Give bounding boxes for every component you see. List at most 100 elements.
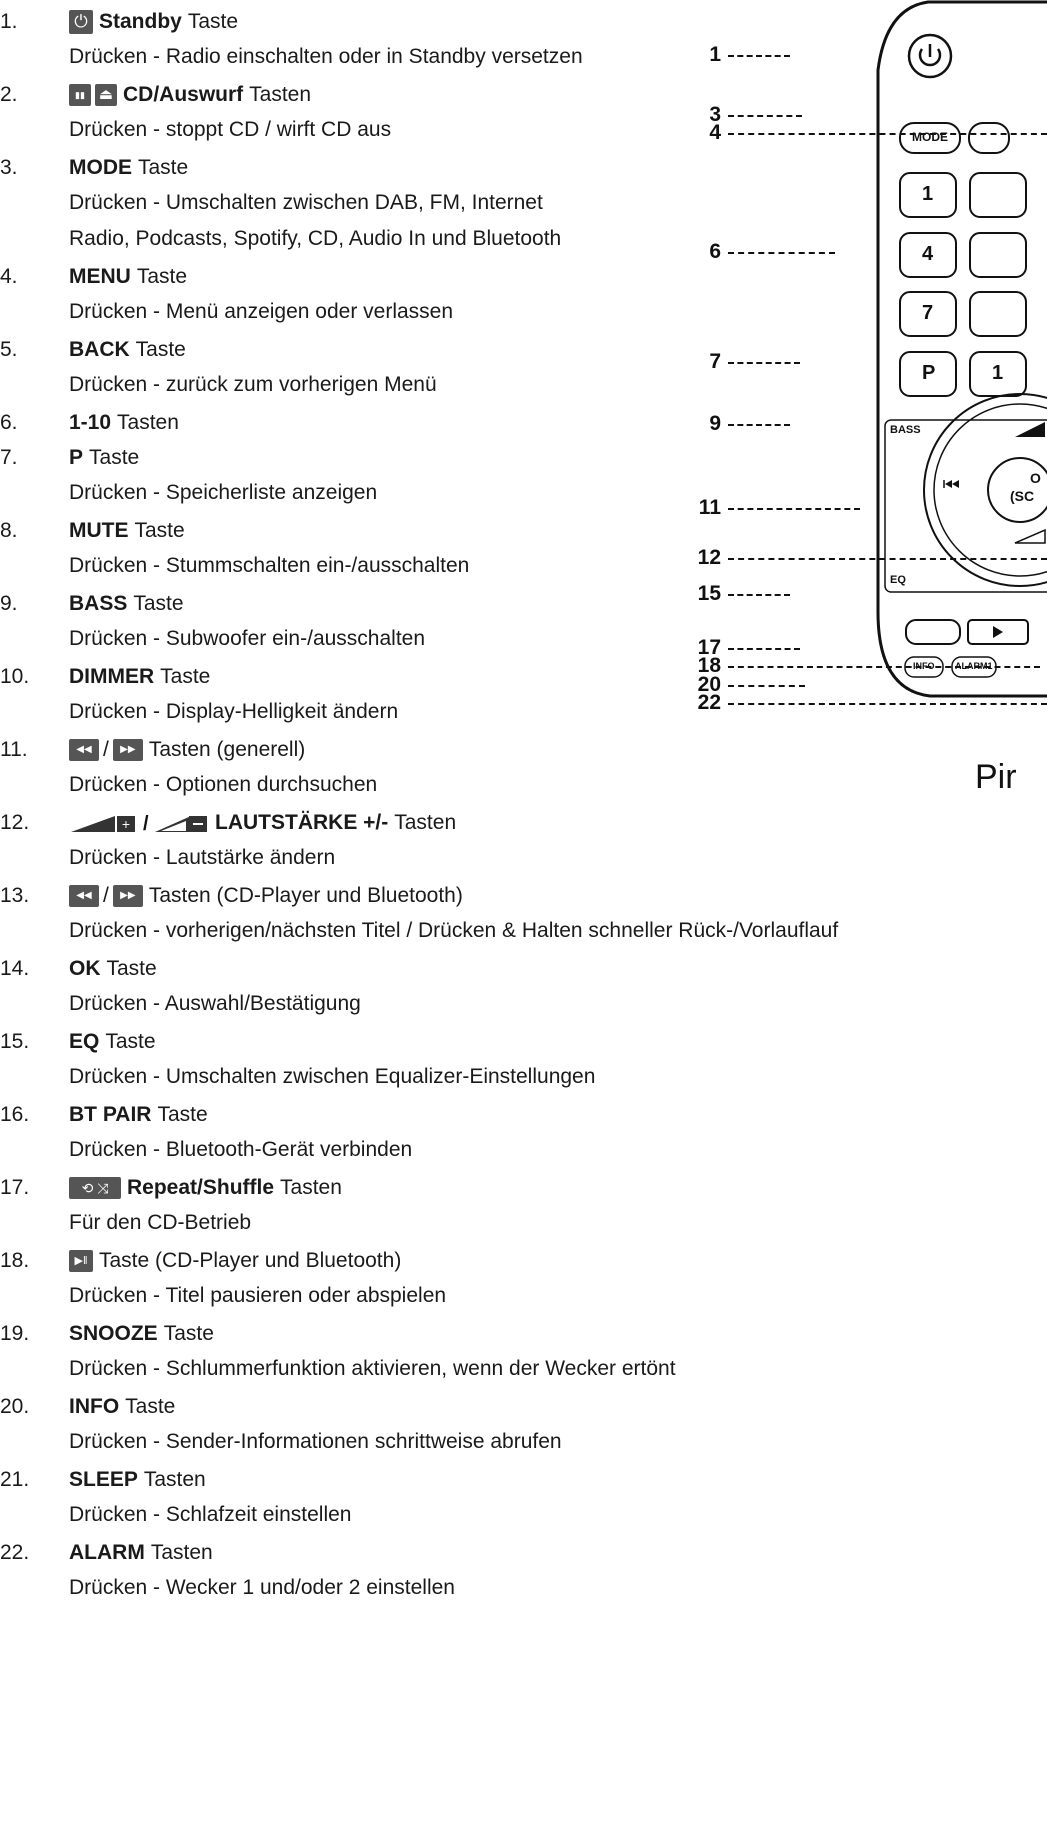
item-number: 7. [0,446,18,469]
item-number: 1. [0,10,18,33]
item-description: Drücken - Radio einschalten oder in Stan… [69,45,583,68]
item-suffix: Tasten [280,1176,342,1199]
item-number: 20. [0,1395,30,1418]
key-10-label: 1 [992,362,1004,384]
item-description: Drücken - Titel pausieren oder abspielen [69,1284,447,1307]
power-icon: ⏻ [69,10,93,34]
key-1-label: 1 [922,183,934,205]
p-key-label: P [922,362,936,384]
item-suffix: Tasten [117,411,179,434]
item-description: Für den CD-Betrieb [69,1211,252,1234]
remote-outline [876,0,1047,698]
callout-label: 1 [709,43,721,66]
callout-label: 4 [709,121,721,144]
item-title: P [69,446,84,469]
item-number: 17. [0,1176,30,1199]
item-title: BACK [69,338,130,361]
item-description: Drücken - Auswahl/Bestätigung [69,992,361,1015]
item-number: 15. [0,1030,30,1053]
callout-label: 12 [697,546,721,569]
item-suffix: Taste [138,156,189,179]
item-suffix: Taste (CD-Player und Bluetooth) [99,1249,402,1272]
item-description: Drücken - Schlummerfunktion aktivieren, … [69,1357,676,1380]
item-title: 1-10 [69,411,112,434]
item-suffix: Tasten [249,83,312,106]
item-suffix: Tasten (CD-Player und Bluetooth) [148,884,463,907]
ok-label: O [1030,470,1041,486]
item-title: Standby [99,10,182,33]
play-pause-icon: ▶‖ [69,1250,93,1272]
item-title: SNOOZE [69,1322,158,1345]
prev-next-icon: ◀◀ / ▶▶ [69,884,143,908]
item-suffix: Taste [133,592,184,615]
callout-label: 20 [697,673,721,696]
item-title: BT PAIR [69,1103,152,1126]
item-description: Drücken - Schlafzeit einstellen [69,1503,352,1526]
callout-label: 11 [698,496,721,519]
bass-label: BASS [890,424,921,436]
item-description: Drücken - Display-Helligkeit ändern [69,700,399,723]
item-description: Drücken - Umschalten zwischen Equalizer-… [69,1065,596,1088]
item-suffix: Taste [105,1030,156,1053]
power-button-drawing [907,33,953,79]
item-description: Drücken - vorherigen/nächsten Titel / Dr… [69,919,839,942]
item-suffix: Taste [157,1103,208,1126]
item-suffix: Tasten [394,811,457,834]
callout-label: 6 [709,240,721,263]
brand-text: Pir [975,758,1017,796]
item-title: DIMMER [69,665,155,688]
item-suffix: Taste [187,10,239,33]
item-suffix: Tasten [150,1541,213,1564]
callout-line [728,508,860,510]
item-title-line: +/LAUTSTÄRKE +/-Tasten [69,811,456,835]
item-title: BASS [69,592,128,615]
key-7-label: 7 [922,302,934,324]
item-title: OK [69,957,101,980]
item-suffix: Taste [136,265,188,288]
callout-line [728,424,790,426]
item-number: 11. [0,738,28,761]
item-description: Drücken - Subwoofer ein-/ausschalten [69,627,426,650]
item-number: 4. [0,265,18,288]
item-title-line: ◀◀ / ▶▶Tasten (CD-Player und Bluetooth) [69,884,463,908]
item-title-line: MODE Taste [69,156,188,180]
item-description: Radio, Podcasts, Spotify, CD, Audio In u… [69,227,562,250]
item-number: 5. [0,338,18,361]
item-title-line: ◀◀ / ▶▶Tasten (generell) [69,738,305,762]
item-number: 2. [0,83,18,106]
item-title: Repeat/Shuffle [127,1176,275,1199]
item-description: Drücken - stoppt CD / wirft CD aus [69,118,392,141]
svg-text:/: / [143,813,149,834]
callout-line [728,115,802,117]
item-suffix: Tasten [143,1468,206,1491]
callout-line [728,558,1047,560]
item-title: MUTE [69,519,129,542]
prev-next-icon: ◀◀ / ▶▶ [69,738,143,762]
item-description: Drücken - zurück zum vorherigen Menü [69,373,437,396]
repeat-shuffle-icon: ⟲ ⤨ [69,1177,121,1199]
callout-line [728,55,790,57]
item-description: Drücken - Speicherliste anzeigen [69,481,378,504]
item-description: Drücken - Optionen durchsuchen [69,773,378,796]
callout-line [728,133,1047,135]
item-number: 6. [0,411,18,434]
item-number: 18. [0,1249,30,1272]
item-description: Drücken - Menü anzeigen oder verlassen [69,300,454,323]
item-description: Drücken - Bluetooth-Gerät verbinden [69,1138,413,1161]
item-suffix: Taste [134,519,185,542]
item-title: MODE [69,156,132,179]
item-suffix: Taste [106,957,157,980]
eq-label: EQ [890,574,906,586]
